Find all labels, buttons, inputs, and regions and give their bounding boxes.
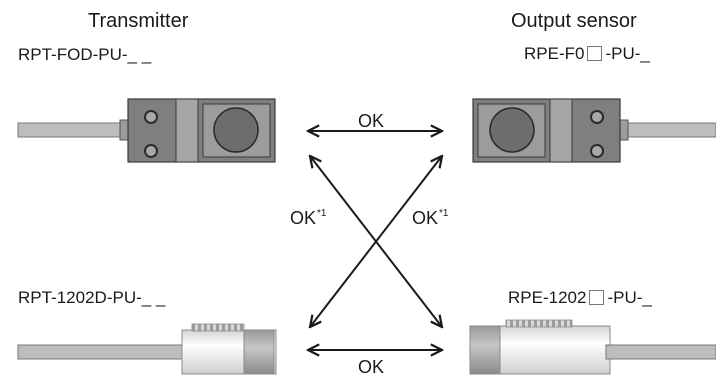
output-sensor-model-fiber-suffix: -PU-_ bbox=[605, 44, 650, 63]
transmitter-header: Transmitter bbox=[88, 10, 189, 32]
output-sensor-model-threaded-suffix: -PU-_ bbox=[607, 288, 652, 307]
thread-icon bbox=[191, 323, 245, 332]
output-sensor-model-threaded: RPE-1202 -PU-_ bbox=[508, 289, 652, 306]
output-threaded-body bbox=[499, 325, 611, 375]
transmitter-threaded-cable bbox=[17, 344, 189, 360]
placeholder-box-icon bbox=[587, 46, 603, 61]
ok-label-bottom: OK bbox=[358, 357, 385, 377]
output-sensor-model-threaded-prefix: RPE-1202 bbox=[508, 288, 587, 307]
output-fiber-cable bbox=[615, 122, 716, 138]
output-sensor-model-fiber: RPE-F0 -PU-_ bbox=[524, 45, 650, 62]
status-led-icon bbox=[144, 144, 158, 158]
output-threaded-sensor bbox=[469, 319, 716, 375]
output-threaded-cable bbox=[605, 344, 716, 360]
transmitter-fiber-cable bbox=[17, 122, 123, 138]
transmitter-threaded-sensor bbox=[17, 323, 277, 375]
thread-icon bbox=[505, 319, 573, 328]
transmitter-model-threaded: RPT-1202D-PU-_ _ bbox=[18, 288, 166, 307]
footnote-mark-right: *1 bbox=[439, 208, 449, 219]
transmitter-fiber-sensor bbox=[17, 98, 276, 163]
status-led-icon bbox=[590, 144, 604, 158]
output-fiber-sensor bbox=[472, 98, 716, 163]
lens-icon bbox=[213, 107, 259, 153]
transmitter-model-fiber: RPT-FOD-PU-_ _ bbox=[18, 45, 152, 64]
status-led-icon bbox=[590, 110, 604, 124]
lens-icon bbox=[489, 107, 535, 153]
status-led-icon bbox=[144, 110, 158, 124]
arrow-cross-diagonal-2 bbox=[310, 156, 442, 327]
output-sensor-model-fiber-prefix: RPE-F0 bbox=[524, 44, 585, 63]
placeholder-box-icon bbox=[589, 290, 605, 305]
output-sensor-header: Output sensor bbox=[511, 10, 637, 32]
